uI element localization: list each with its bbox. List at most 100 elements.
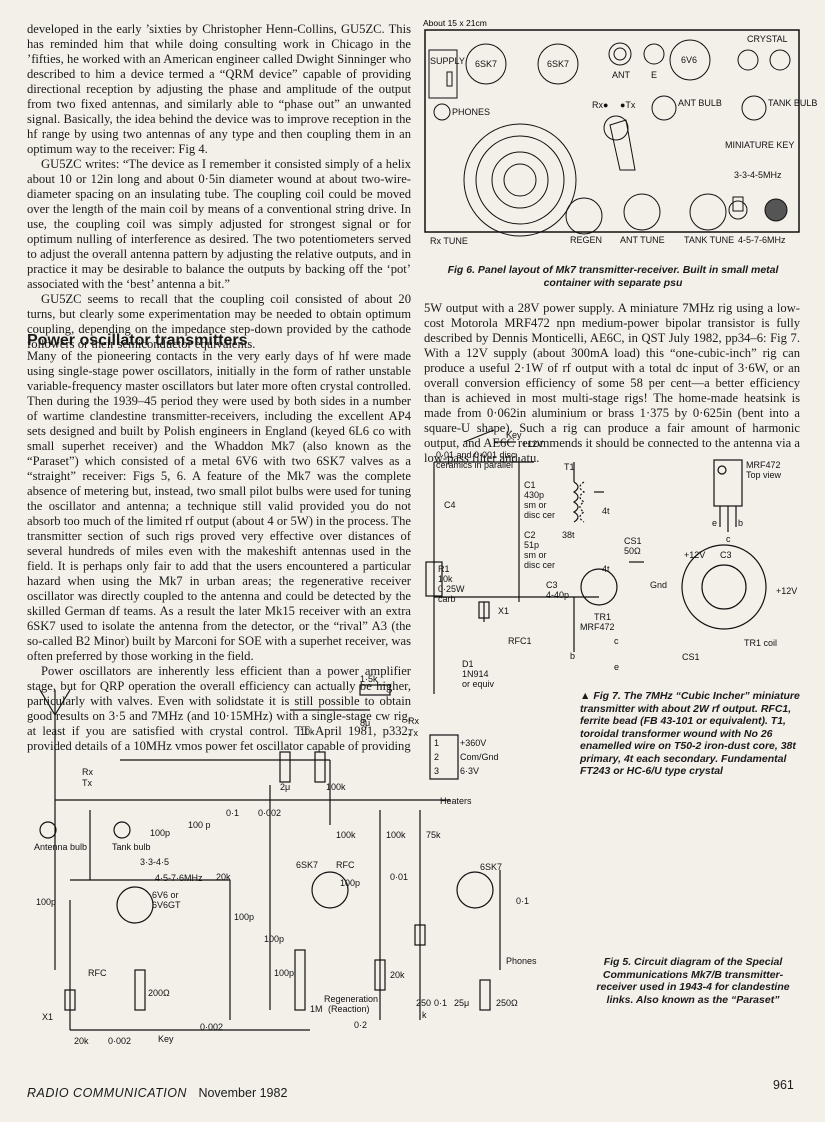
c2-type: disc cer bbox=[524, 560, 555, 570]
res-label: 75k bbox=[426, 830, 441, 840]
cap-label: 0·01 bbox=[390, 872, 408, 882]
t1-label: T1 bbox=[564, 462, 575, 472]
page-number: 961 bbox=[773, 1078, 794, 1092]
fig7-caption-text: Fig 7. The 7MHz “Cubic Incher” miniature… bbox=[580, 690, 800, 777]
valve-label: 6V6 bbox=[681, 55, 697, 65]
rfc-label: RFC bbox=[336, 860, 355, 870]
note-label: 0·01 and 0·001 disc bbox=[436, 450, 516, 460]
tx-label: Tx bbox=[82, 778, 92, 788]
res-label: 100k bbox=[386, 830, 406, 840]
pin-label: 2 bbox=[434, 752, 439, 762]
pin-label: c bbox=[614, 636, 619, 646]
c3-label: C3 bbox=[546, 580, 558, 590]
res-label: 1·5k bbox=[360, 674, 378, 684]
supply-label: 6·3V bbox=[460, 766, 479, 776]
valve-label: 6SK7 bbox=[480, 862, 502, 872]
r1-value: 10k bbox=[438, 574, 453, 584]
c1-value: 430p bbox=[524, 490, 544, 500]
valve-label: 6V6 or bbox=[152, 890, 179, 900]
heaters-label: Heaters bbox=[440, 796, 472, 806]
fig7-caption: ▲ Fig 7. The 7MHz “Cubic Incher” miniatu… bbox=[580, 690, 804, 778]
c2-value: 51p bbox=[524, 540, 539, 550]
res-label: 10k bbox=[300, 727, 315, 737]
e-label: E bbox=[651, 70, 657, 80]
column-left-bottom: Many of the pioneering contacts in the v… bbox=[27, 349, 411, 754]
toroid-label: Gnd bbox=[650, 580, 667, 590]
d1-label: D1 bbox=[462, 659, 474, 669]
rfc-label: RFC bbox=[88, 968, 107, 978]
cap-label: 0·1 bbox=[434, 998, 447, 1008]
top-view-label: Top view bbox=[746, 470, 782, 480]
x1-label: X1 bbox=[498, 606, 509, 616]
paragraph: GU5ZC writes: “The device as I remember … bbox=[27, 157, 411, 291]
tx-label: Tx bbox=[408, 728, 418, 738]
supply-label: +360V bbox=[460, 738, 486, 748]
ant-tune-label: ANT TUNE bbox=[620, 235, 665, 245]
phones-label: Phones bbox=[506, 956, 537, 966]
cs1-label: CS1 bbox=[624, 536, 642, 546]
ant-label: ANT bbox=[612, 70, 631, 80]
paragraph: developed in the early ’sixties by Chris… bbox=[27, 22, 411, 156]
c2-type: sm or bbox=[524, 550, 547, 560]
paragraph: GU5ZC seems to recall that the coupling … bbox=[27, 292, 411, 351]
d1-value: 1N914 bbox=[462, 669, 489, 679]
band-label: 3·3-4·5 bbox=[140, 857, 169, 867]
size-note: About 15 x 21cm bbox=[423, 18, 487, 28]
toroid-label: TR1 coil bbox=[744, 638, 777, 648]
triangle-icon: ▲ bbox=[580, 690, 594, 702]
res-label: 20k bbox=[74, 1036, 89, 1046]
cap-label: 100p bbox=[340, 878, 360, 888]
column-right: 5W output with a 28V power supply. A min… bbox=[424, 301, 800, 466]
tank-tune-label: TANK TUNE bbox=[684, 235, 734, 245]
res-label: 20k bbox=[390, 970, 405, 980]
top-view-label: MRF472 bbox=[746, 460, 781, 470]
phones-label: PHONES bbox=[452, 107, 490, 117]
pin-label: c bbox=[726, 534, 731, 544]
magazine-name: RADIO COMMUNICATION bbox=[27, 1086, 187, 1100]
x1-label: X1 bbox=[42, 1012, 53, 1022]
turns-label: 38t bbox=[562, 530, 575, 540]
regen-label: Regeneration bbox=[324, 994, 378, 1004]
res-label: 100k bbox=[326, 782, 346, 792]
rx-label: Rx bbox=[408, 716, 419, 726]
c1-type: disc cer bbox=[524, 510, 555, 520]
fig5-caption: Fig 5. Circuit diagram of the Special Co… bbox=[596, 956, 790, 1006]
toroid-label: +12V bbox=[684, 550, 705, 560]
footer: RADIO COMMUNICATION November 1982 bbox=[27, 1086, 287, 1100]
tank-bulb-label: TANK BULB bbox=[768, 98, 817, 108]
cap-label: 8μ bbox=[360, 718, 370, 728]
turns-label: 4t bbox=[602, 506, 610, 516]
supply-label: SUPPLY bbox=[430, 56, 465, 66]
cap-label: 100p bbox=[264, 934, 284, 944]
ant-bulb-label: ANT BULB bbox=[678, 98, 722, 108]
crystal-label: CRYSTAL bbox=[747, 34, 788, 44]
valve-label: 6SK7 bbox=[475, 59, 497, 69]
issue-date: November 1982 bbox=[198, 1086, 288, 1100]
r1-value: carb bbox=[438, 594, 456, 604]
c3-value: 4-40p bbox=[546, 590, 569, 600]
tr1-type: MRF472 bbox=[580, 622, 615, 632]
cap-label: 0·002 bbox=[258, 808, 281, 818]
pin-label: 3 bbox=[434, 766, 439, 776]
regen-label: (Reaction) bbox=[328, 1004, 370, 1014]
fig6-panel-layout: About 15 x 21cm SUPPLY 6SK7 6SK7 ANT E 6… bbox=[423, 18, 817, 246]
cap-label: 0·1 bbox=[226, 808, 239, 818]
band-label: 4-5-7-6MHz bbox=[738, 235, 786, 245]
cap-label: 100p bbox=[36, 897, 56, 907]
cap-label: 0·002 bbox=[108, 1036, 131, 1046]
paragraph: Power oscillators are inherently less ef… bbox=[27, 664, 411, 753]
fig5-schematic: Rx Tx Antenna bulb Tank bulb 100p 100 p … bbox=[34, 674, 537, 1046]
key-label: Key bbox=[158, 1034, 174, 1044]
paragraph: 5W output with a 28V power supply. A min… bbox=[424, 301, 800, 465]
toroid-label: C3 bbox=[720, 550, 732, 560]
band-label: 4·5-7·6MHz bbox=[155, 873, 203, 883]
tank-bulb-label: Tank bulb bbox=[112, 842, 151, 852]
note-label: ceramics in parallel bbox=[436, 460, 513, 470]
c4-label: C4 bbox=[444, 500, 456, 510]
cap-label: 100 p bbox=[188, 820, 211, 830]
res-label: 250Ω bbox=[496, 998, 518, 1008]
cap-label: 0·1 bbox=[516, 896, 529, 906]
cap-label: 100p bbox=[234, 912, 254, 922]
regen-label: REGEN bbox=[570, 235, 602, 245]
cap-label: 2μ bbox=[280, 782, 290, 792]
